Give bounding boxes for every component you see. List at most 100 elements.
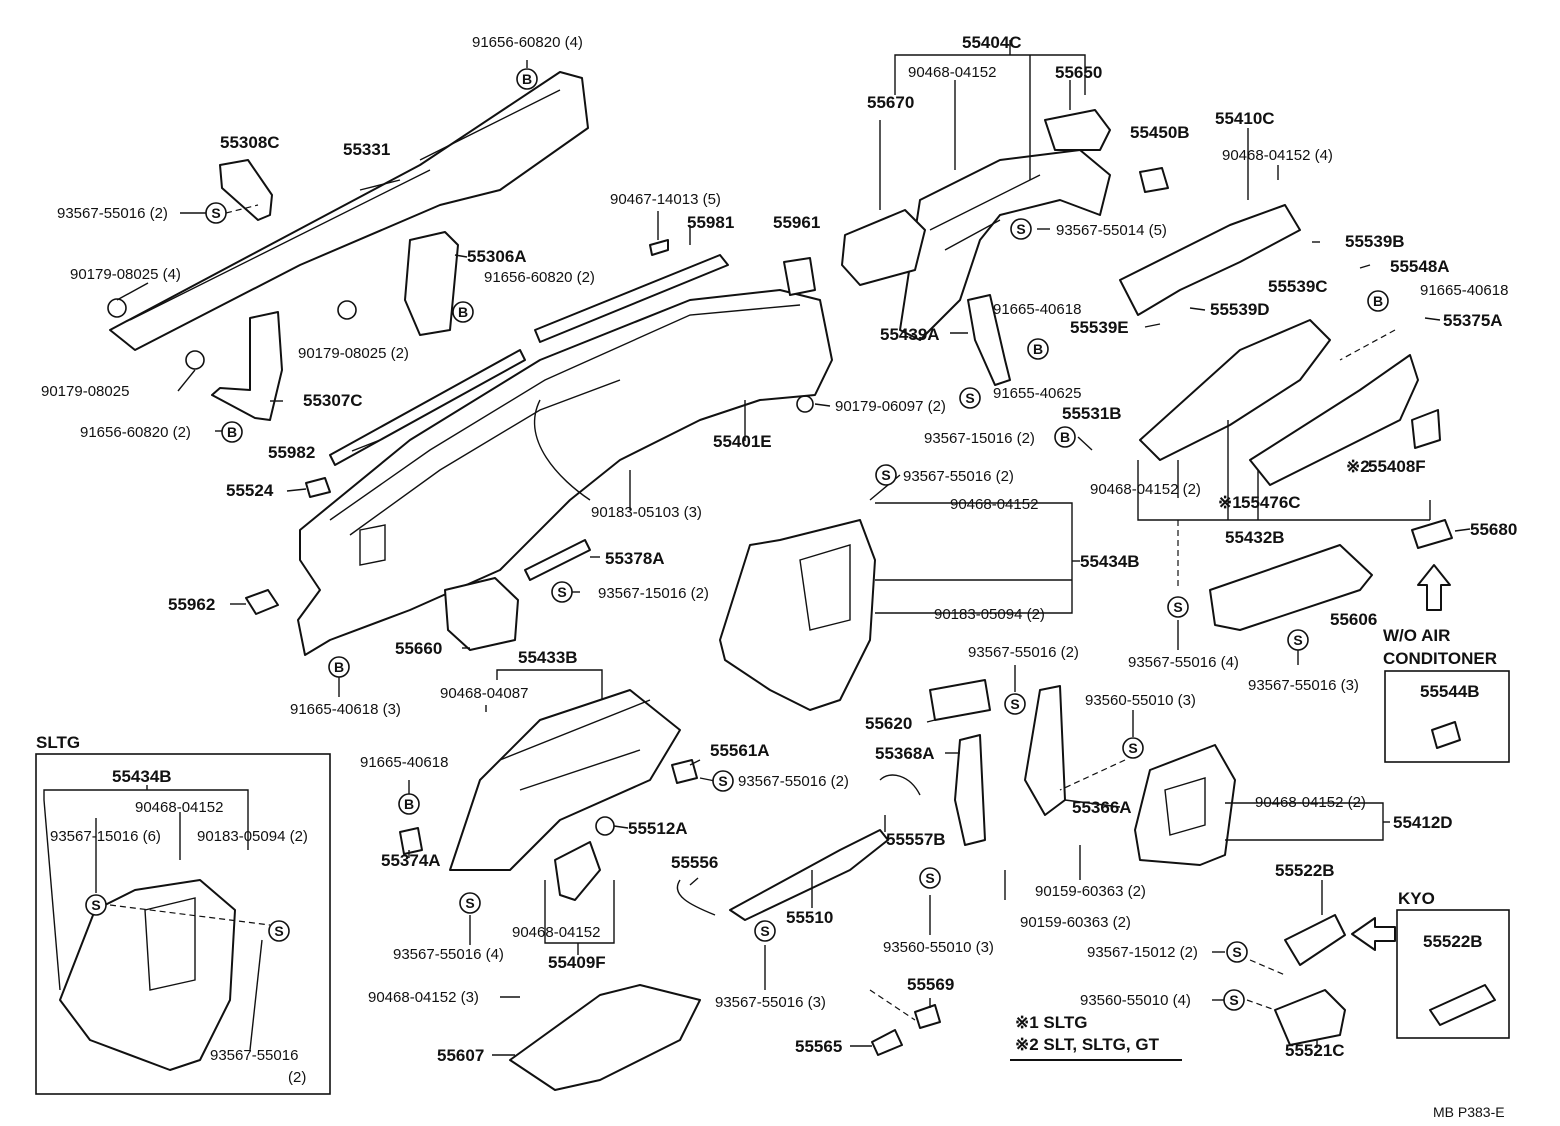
- svg-text:S: S: [274, 923, 283, 939]
- symbol-s-17: S: [268, 920, 290, 942]
- cover-55565: [871, 1029, 903, 1056]
- label-55670: 55670: [867, 93, 914, 112]
- label-55433B: 55433B: [518, 648, 578, 667]
- svg-text:S: S: [965, 390, 974, 406]
- wo-air-inset: W/O AIR CONDITONER: [1383, 626, 1510, 763]
- footnote-2: ※2 SLT, SLTG, GT: [1015, 1035, 1160, 1054]
- label-55378A: 55378A: [605, 549, 665, 568]
- label-55548A: 55548A: [1390, 257, 1450, 276]
- label-90468-04152-3: 90468-04152 (3): [368, 989, 479, 1006]
- symbol-s-16: S: [85, 894, 107, 916]
- label-55982: 55982: [268, 443, 315, 462]
- bracket-55368A: [954, 734, 986, 846]
- label-93567-55016-4a: 93567-55016 (4): [1128, 654, 1239, 671]
- label-sltg-93567-55016: 93567-55016: [210, 1047, 298, 1064]
- label-55539B: 55539B: [1345, 232, 1405, 251]
- cover-55409F: [554, 841, 601, 901]
- vent-55660: [444, 577, 519, 651]
- label-55521C: 55521C: [1285, 1041, 1345, 1060]
- svg-text:S: S: [1173, 599, 1182, 615]
- svg-text:S: S: [1229, 992, 1238, 1008]
- label-sltg-90468-04152: 90468-04152: [135, 799, 223, 816]
- defroster-nozzle-55981: [534, 254, 729, 343]
- symbol-b-8: B: [398, 793, 420, 815]
- label-55410C: 55410C: [1215, 109, 1275, 128]
- defroster-nozzle-55982: [329, 349, 526, 466]
- label-55306A: 55306A: [467, 247, 527, 266]
- clip-90179-08025: [185, 350, 205, 370]
- svg-text:B: B: [522, 71, 532, 87]
- label-55607: 55607: [437, 1046, 484, 1065]
- arrow-left: [1351, 917, 1396, 951]
- symbol-b-1: B: [516, 68, 538, 90]
- panel-55607: [509, 984, 701, 1091]
- symbol-b-6: B: [1054, 426, 1076, 448]
- panel-55410C: [1119, 204, 1301, 316]
- label-55331: 55331: [343, 140, 390, 159]
- panel-55476C: [1249, 354, 1419, 486]
- label-90179-06097-2: 90179-06097 (2): [835, 398, 946, 415]
- svg-text:B: B: [334, 659, 344, 675]
- label-55432B: 55432B: [1225, 528, 1285, 547]
- label-93567-55016-2d: 93567-55016 (2): [738, 773, 849, 790]
- label-93567-55016-2c: 93567-55016 (2): [968, 644, 1079, 661]
- label-55412D: 55412D: [1393, 813, 1453, 832]
- bracket-55366A: [1024, 685, 1066, 816]
- label-90179-08025: 90179-08025: [41, 383, 129, 400]
- label-55539C: 55539C: [1268, 277, 1328, 296]
- label-55409F: 55409F: [548, 953, 606, 972]
- label-55408F: 55408F: [1368, 457, 1426, 476]
- label-sltg-90183-05094-2: 90183-05094 (2): [197, 828, 308, 845]
- cluster-panel-55404C: [899, 149, 1111, 341]
- label-93567-55016-3a: 93567-55016 (3): [1248, 677, 1359, 694]
- symbol-s-6: S: [1167, 596, 1189, 618]
- cover-55450B: [1139, 167, 1169, 193]
- label-55544B: 55544B: [1420, 682, 1480, 701]
- sltg-title: SLTG: [36, 733, 80, 752]
- symbol-b-4: B: [328, 656, 350, 678]
- bracket-55306A: [404, 231, 459, 336]
- clip-55561A: [671, 759, 698, 784]
- bracket-55307C: [211, 311, 283, 421]
- bumper-55512A: [595, 816, 615, 836]
- label-55522B-a: 55522B: [1275, 861, 1335, 880]
- label-55620: 55620: [865, 714, 912, 733]
- symbol-b-2: B: [452, 301, 474, 323]
- wo-air-line1: W/O AIR: [1383, 626, 1450, 645]
- symbol-s-4: S: [959, 387, 981, 409]
- instrument-panel-55401E: [297, 289, 833, 656]
- svg-text:S: S: [760, 923, 769, 939]
- label-55404C: 55404C: [962, 33, 1022, 52]
- svg-text:B: B: [404, 796, 414, 812]
- svg-text:S: S: [718, 773, 727, 789]
- label-93567-15016-2a: 93567-15016 (2): [598, 585, 709, 602]
- clip-90179-08025-2: [337, 300, 357, 320]
- label-sltg-93567-15016-6: 93567-15016 (6): [50, 828, 161, 845]
- svg-text:S: S: [1293, 632, 1302, 648]
- hinge-55557B: [879, 774, 921, 796]
- label-90183-05103-3: 90183-05103 (3): [591, 504, 702, 521]
- kyo-title: KYO: [1398, 889, 1435, 908]
- label-55401E: 55401E: [713, 432, 772, 451]
- clip-55524: [305, 477, 331, 498]
- label-90159-60363-2b: 90159-60363 (2): [1020, 914, 1131, 931]
- svg-text:B: B: [1033, 341, 1043, 357]
- label-55439A: 55439A: [880, 325, 940, 344]
- label-93560-55010-3a: 93560-55010 (3): [1085, 692, 1196, 709]
- label-90468-04152-2b: 90468-04152 (2): [1255, 794, 1366, 811]
- footnotes: ※1 SLTG ※2 SLT, SLTG, GT: [1010, 1013, 1182, 1061]
- symbol-s-8: S: [1004, 693, 1026, 715]
- label-91665-40618-a: 91665-40618: [1420, 282, 1508, 299]
- svg-text:S: S: [881, 467, 890, 483]
- label-55660: 55660: [395, 639, 442, 658]
- label-55539D: 55539D: [1210, 300, 1270, 319]
- label-55374A: 55374A: [381, 851, 441, 870]
- label-55450B: 55450B: [1130, 123, 1190, 142]
- panel-55434B: [719, 519, 876, 711]
- label-55375A: 55375A: [1443, 311, 1503, 330]
- symbol-s-10: S: [919, 867, 941, 889]
- label-91656-60820-2a: 91656-60820 (2): [484, 269, 595, 286]
- svg-text:B: B: [227, 424, 237, 440]
- label-55524: 55524: [226, 481, 274, 500]
